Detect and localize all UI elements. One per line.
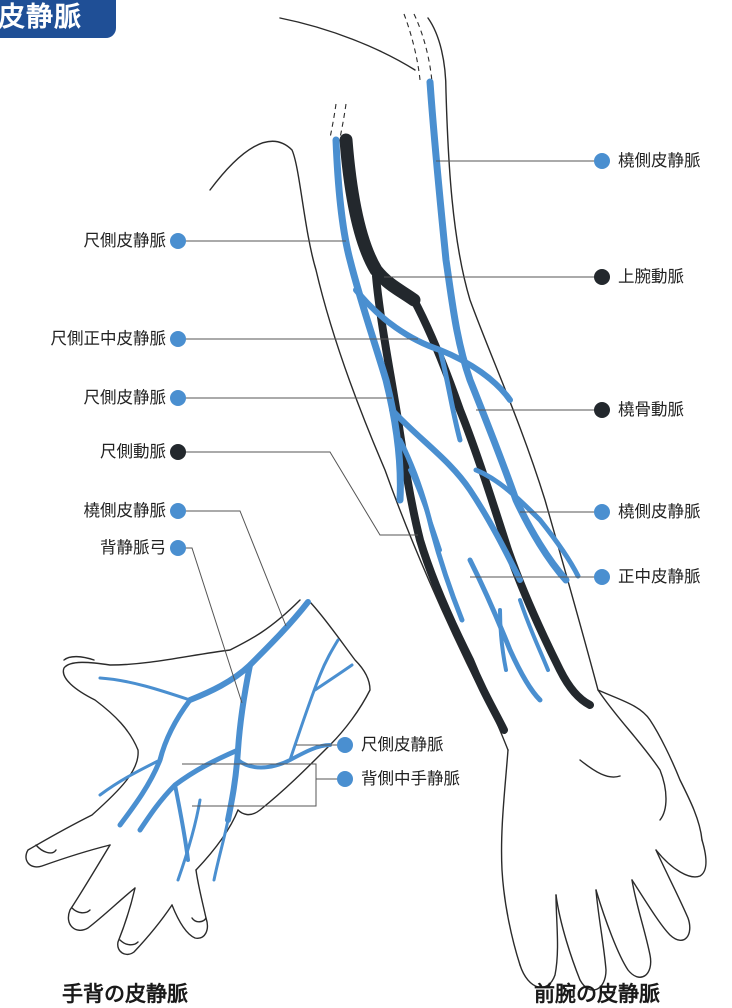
label-radial-cutaneous-vein-upper: 橈側皮静脈 — [618, 151, 701, 171]
label-brachial-artery: 上腕動脈 — [618, 267, 684, 287]
label-dots — [170, 153, 610, 787]
dot-l1 — [170, 233, 186, 249]
label-median-cutaneous-vein: 正中皮静脈 — [618, 567, 701, 587]
dot-h1 — [337, 737, 353, 753]
dot-h2 — [337, 771, 353, 787]
forearm-arteries — [346, 140, 590, 730]
dot-r2 — [594, 269, 610, 285]
caption-hand: 手背の皮静脈 — [62, 978, 188, 1008]
dot-r3 — [594, 402, 610, 418]
label-radial-cutaneous-vein-lower: 橈側皮静脈 — [618, 502, 701, 522]
dot-l6 — [170, 540, 186, 556]
dot-l4 — [170, 444, 186, 460]
label-ulnar-cutaneous-vein-upper: 尺側皮静脈 — [84, 231, 167, 251]
dot-l5 — [170, 503, 186, 519]
label-radial-cutaneous-vein-hand: 橈側皮静脈 — [84, 501, 167, 521]
hand-outline — [26, 600, 370, 954]
label-hand-ulnar-cutaneous-vein: 尺側皮静脈 — [361, 735, 444, 755]
dot-r1 — [594, 153, 610, 169]
label-dorsal-venous-arch: 背静脈弓 — [100, 538, 166, 558]
hand-veins — [100, 602, 352, 880]
label-ulnar-artery: 尺側動脈 — [100, 442, 166, 462]
dot-r5 — [594, 569, 610, 585]
label-radial-artery: 橈骨動脈 — [618, 400, 684, 420]
dot-r4 — [594, 504, 610, 520]
caption-forearm: 前腕の皮静脈 — [534, 978, 660, 1008]
label-dorsal-metacarpal-veins: 背側中手静脈 — [361, 769, 460, 789]
dot-l3 — [170, 390, 186, 406]
label-median-basilic-vein: 尺側正中皮静脈 — [51, 329, 167, 349]
label-ulnar-cutaneous-vein-lower: 尺側皮静脈 — [84, 388, 167, 408]
dot-l2 — [170, 331, 186, 347]
